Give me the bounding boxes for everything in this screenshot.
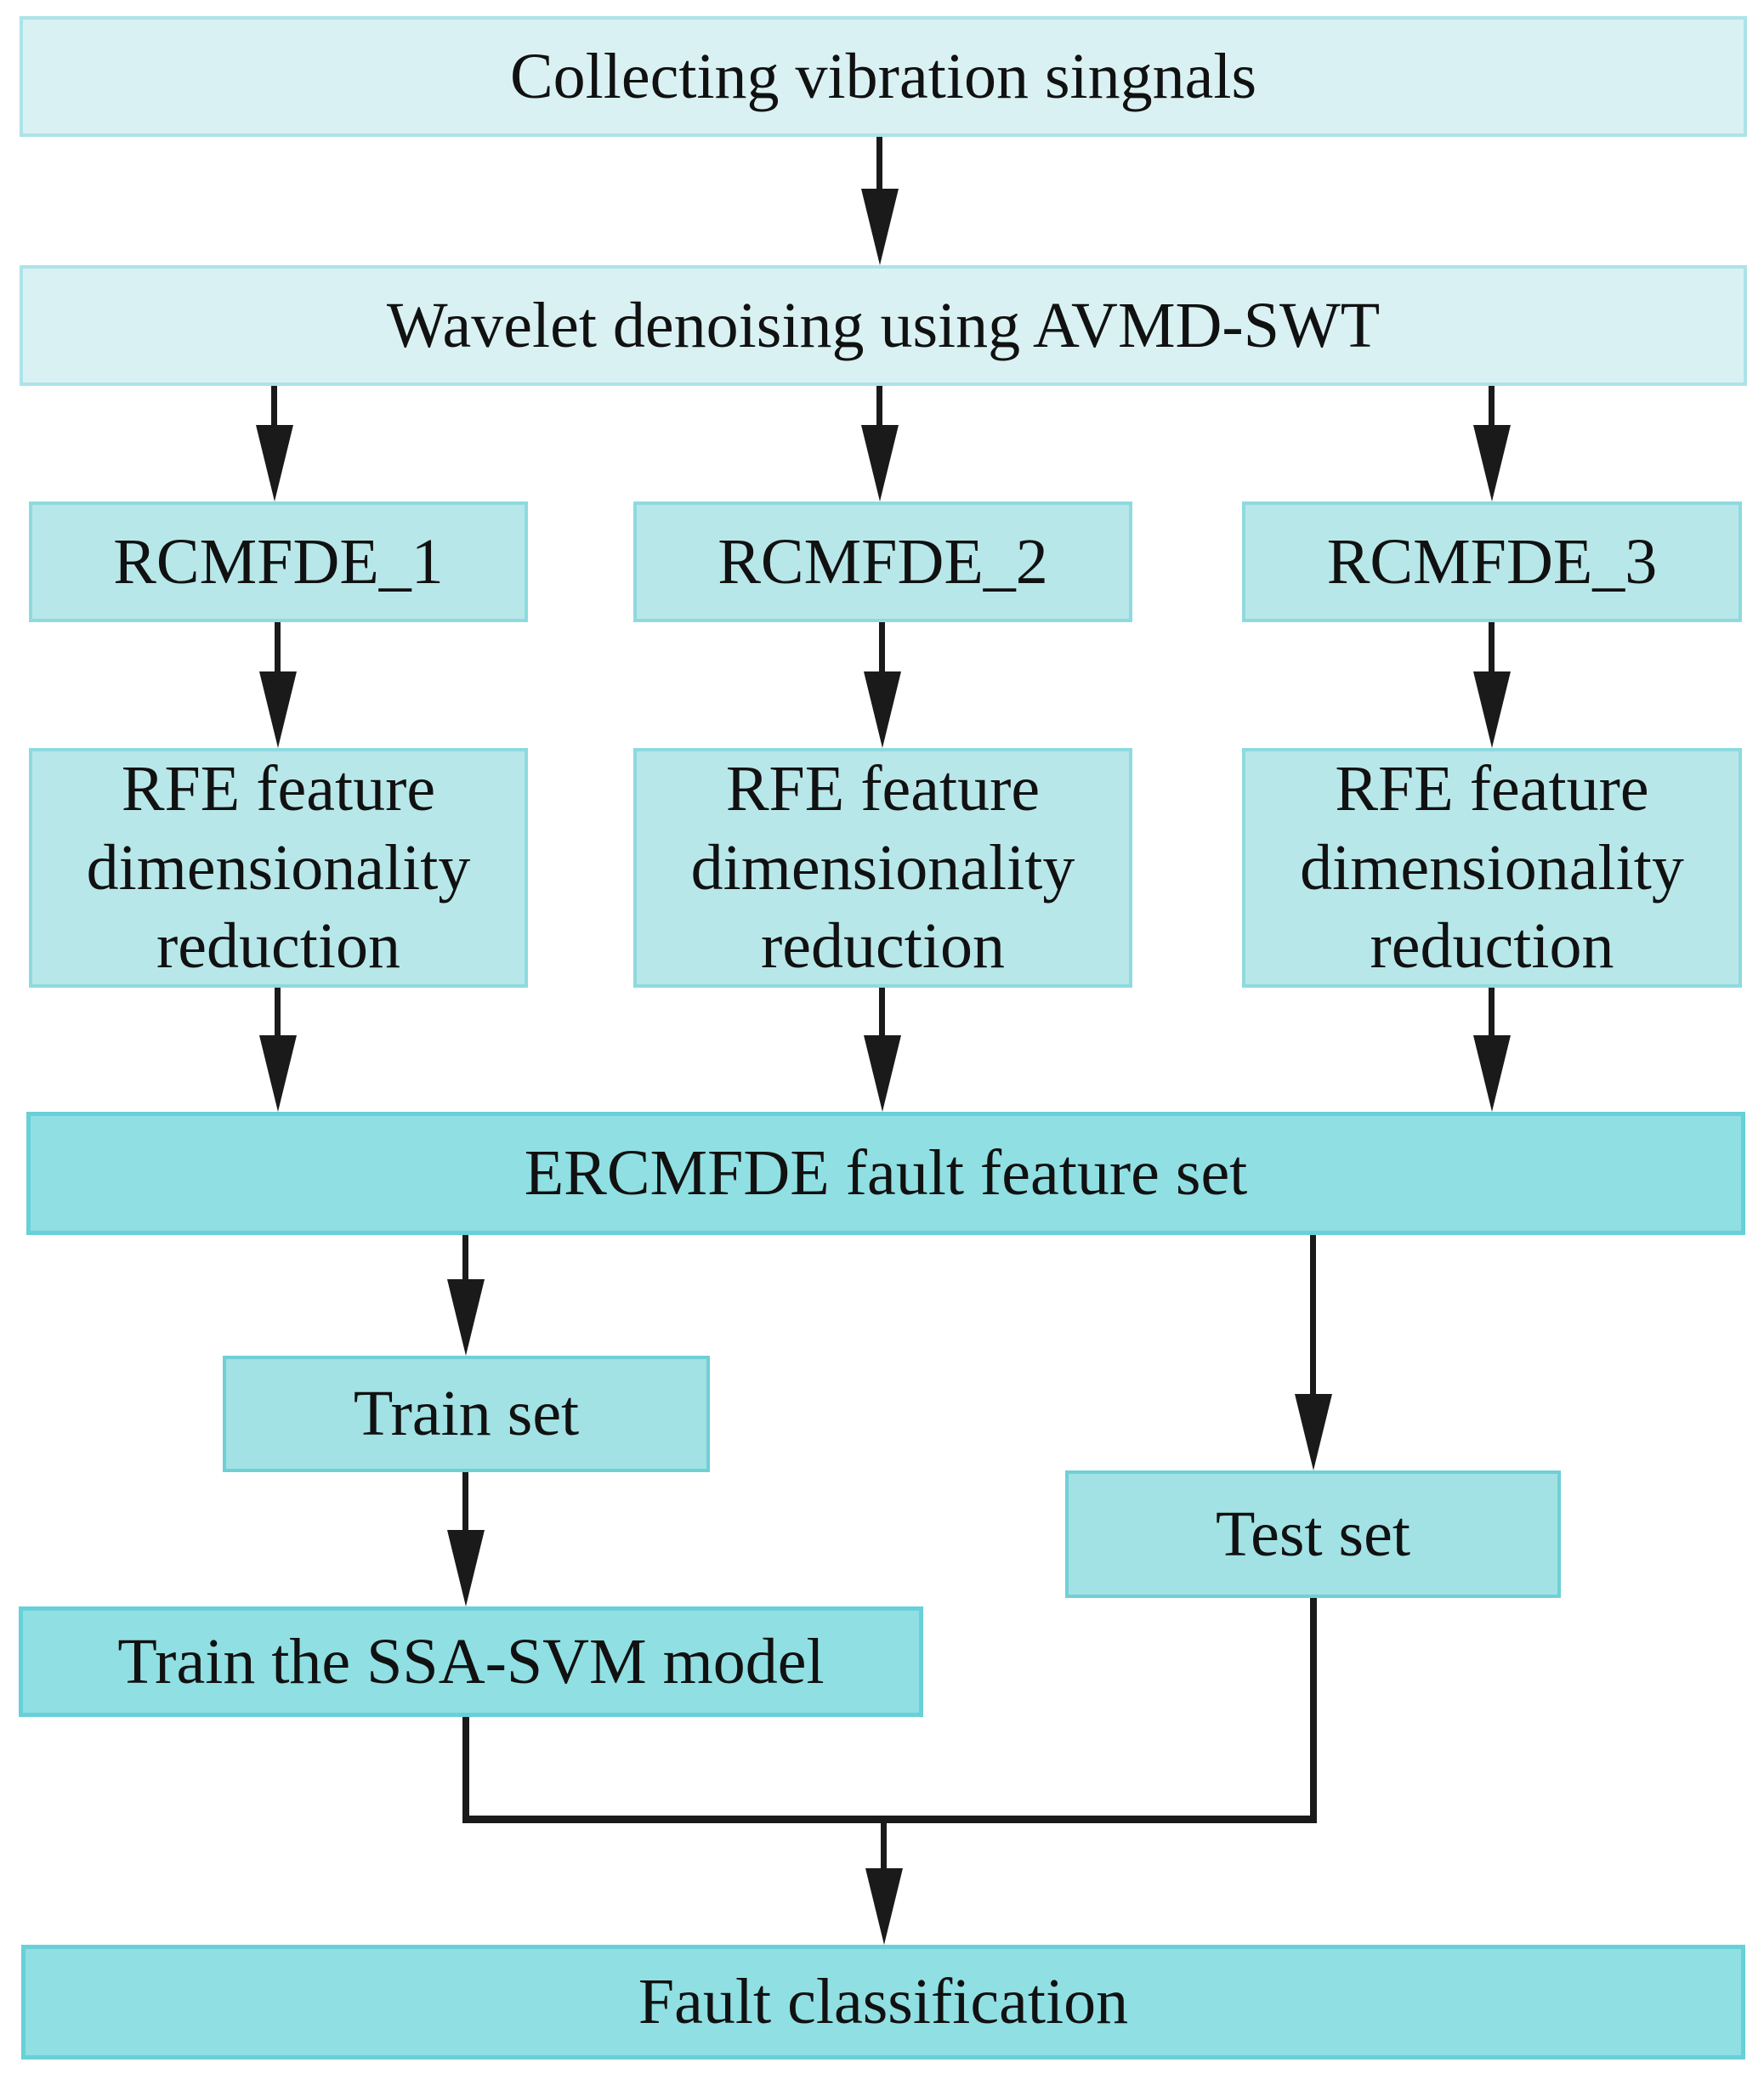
arrow-rfe1-to-ercmfde: [259, 988, 297, 1112]
node-train-ssa-svm-model: Train the SSA-SVM model: [19, 1606, 923, 1717]
arrow-rfe2-to-ercmfde: [864, 988, 901, 1112]
node-test-set: Test set: [1065, 1470, 1561, 1598]
node-wavelet-denoising: Wavelet denoising using AVMD-SWT: [20, 265, 1747, 386]
node-rfe-3: RFE feature dimensionality reduction: [1242, 748, 1742, 988]
node-train-set: Train set: [223, 1356, 710, 1472]
connector-test-down-line: [1310, 1598, 1317, 1822]
node-rcmfde-2: RCMFDE_2: [633, 501, 1132, 622]
arrow-rfe3-to-ercmfde: [1473, 988, 1511, 1112]
node-label: RCMFDE_1: [113, 525, 444, 598]
node-rcmfde-1: RCMFDE_1: [29, 501, 528, 622]
arrow-merge-to-fault-classification: [865, 1820, 903, 1945]
node-rcmfde-3: RCMFDE_3: [1242, 501, 1742, 622]
node-rfe-1: RFE feature dimensionality reduction: [29, 748, 528, 988]
node-label: Wavelet denoising using AVMD-SWT: [386, 289, 1381, 361]
arrow-wavelet-to-rcmfde1: [256, 386, 293, 501]
node-label: RCMFDE_3: [1326, 525, 1658, 598]
node-label: Train set: [353, 1378, 580, 1450]
node-label: RFE feature dimensionality reduction: [1300, 752, 1684, 983]
arrow-train-set-to-model: [447, 1472, 485, 1606]
node-fault-classification: Fault classification: [21, 1945, 1745, 2060]
arrow-wavelet-to-rcmfde3: [1473, 386, 1511, 501]
arrow-ercmfde-to-test-set: [1295, 1235, 1332, 1470]
connector-model-down-line: [462, 1717, 469, 1822]
arrow-rcmfde2-to-rfe2: [864, 622, 901, 748]
connector-horizontal-line: [462, 1816, 1317, 1823]
node-collecting-signals: Collecting vibration singnals: [20, 16, 1747, 137]
arrow-rcmfde3-to-rfe3: [1473, 622, 1511, 748]
arrow-ercmfde-to-train-set: [447, 1235, 485, 1356]
node-rfe-2: RFE feature dimensionality reduction: [633, 748, 1132, 988]
node-label: Fault classification: [638, 1966, 1129, 2038]
node-label: RCMFDE_2: [718, 525, 1048, 598]
arrow-wavelet-to-rcmfde2: [861, 386, 899, 501]
arrow-rcmfde1-to-rfe1: [259, 622, 297, 748]
node-label: ERCMFDE fault feature set: [524, 1137, 1248, 1210]
node-ercmfde-feature-set: ERCMFDE fault feature set: [26, 1112, 1745, 1235]
node-label: Collecting vibration singnals: [509, 40, 1257, 112]
node-label: RFE feature dimensionality reduction: [86, 752, 471, 983]
node-label: RFE feature dimensionality reduction: [690, 752, 1075, 983]
node-label: Train the SSA-SVM model: [117, 1625, 825, 1697]
arrow-collect-to-wavelet: [861, 137, 899, 265]
node-label: Test set: [1216, 1498, 1410, 1570]
